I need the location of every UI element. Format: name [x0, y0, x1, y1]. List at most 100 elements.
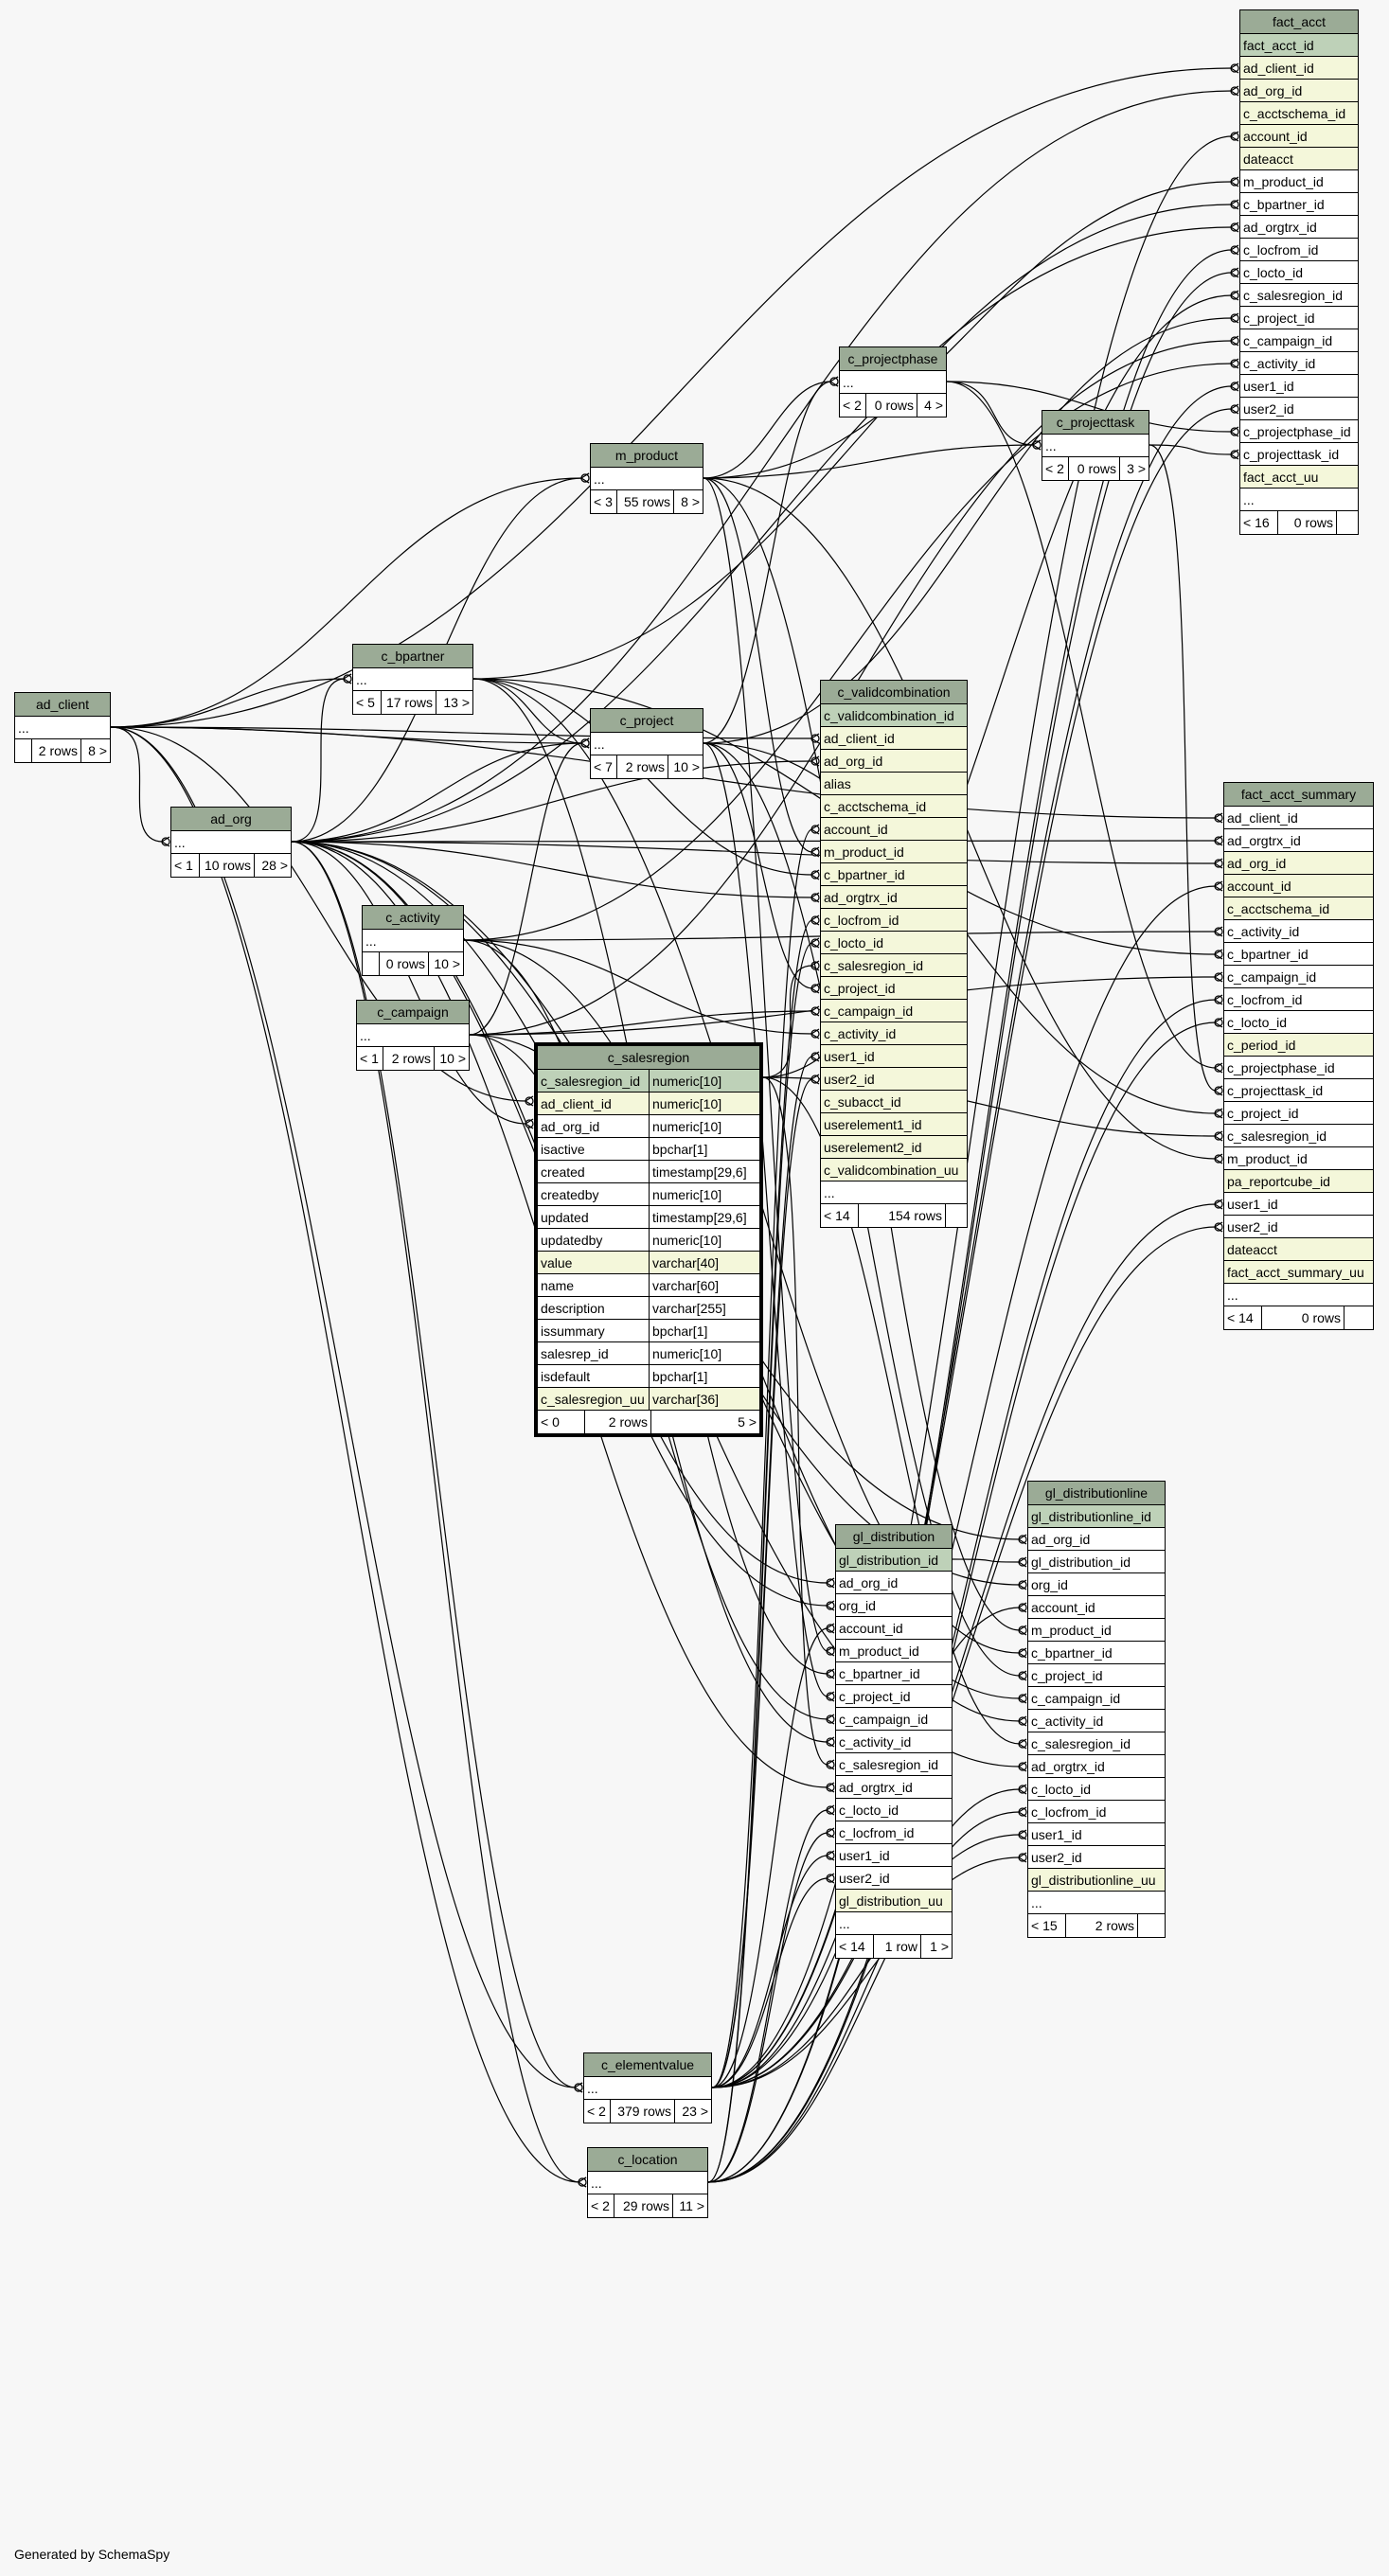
column-row[interactable]: user2_id — [836, 1867, 952, 1890]
column-row[interactable]: c_locto_id — [1224, 1011, 1373, 1034]
column-row[interactable]: c_locfrom_id — [1240, 239, 1358, 261]
column-row[interactable]: c_bpartner_id — [1028, 1642, 1165, 1664]
column-row[interactable]: c_campaign_id — [836, 1708, 952, 1731]
column-row[interactable]: c_campaign_id — [821, 1000, 967, 1022]
column-row[interactable]: userelement1_id — [821, 1113, 967, 1136]
table-c-bpartner[interactable]: c_bpartner ... < 5 17 rows 13 > — [352, 644, 473, 715]
table-header[interactable]: ad_org — [171, 808, 291, 831]
column-row[interactable]: fact_acct_uu — [1240, 466, 1358, 489]
column-row[interactable]: m_product_id — [1240, 170, 1358, 193]
column-row[interactable]: org_id — [1028, 1573, 1165, 1596]
more-columns[interactable]: ... — [1224, 1284, 1373, 1306]
column-row[interactable]: user1_id — [821, 1045, 967, 1068]
column-row[interactable]: gl_distribution_id — [836, 1549, 952, 1572]
column-row[interactable]: c_bpartner_id — [1240, 193, 1358, 216]
table-header[interactable]: fact_acct_summary — [1224, 783, 1373, 807]
more-columns[interactable]: ... — [171, 831, 291, 854]
column-row[interactable]: dateacct — [1240, 148, 1358, 170]
column-row[interactable]: c_project_id — [836, 1685, 952, 1708]
more-columns[interactable]: ... — [1028, 1892, 1165, 1914]
column-row[interactable]: c_salesregion_id — [1028, 1732, 1165, 1755]
column-row[interactable]: user1_id — [1224, 1193, 1373, 1216]
column-row[interactable]: c_project_id — [1240, 307, 1358, 329]
column-row[interactable]: c_projectphase_id — [1224, 1057, 1373, 1079]
table-header[interactable]: c_elementvalue — [584, 2053, 711, 2077]
column-row[interactable]: c_salesregion_id — [1240, 284, 1358, 307]
column-row[interactable]: user2_id — [821, 1068, 967, 1091]
table-c-project[interactable]: c_project ... < 7 2 rows 10 > — [590, 708, 703, 779]
column-row[interactable]: ad_orgtrx_id — [1240, 216, 1358, 239]
column-row[interactable]: c_bpartner_id — [1224, 943, 1373, 966]
table-header[interactable]: c_bpartner — [353, 645, 472, 668]
table-header[interactable]: c_campaign — [357, 1001, 469, 1024]
column-row[interactable]: ad_orgtrx_id — [1028, 1755, 1165, 1778]
column-row[interactable]: c_locfrom_id — [1224, 988, 1373, 1011]
column-row[interactable]: account_id — [1028, 1596, 1165, 1619]
more-columns[interactable]: ... — [840, 371, 946, 394]
table-c-campaign[interactable]: c_campaign ... < 1 2 rows 10 > — [356, 1000, 470, 1071]
column-row[interactable]: user2_id — [1240, 398, 1358, 420]
more-columns[interactable]: ... — [584, 2077, 711, 2100]
more-columns[interactable]: ... — [15, 717, 110, 739]
column-row[interactable]: c_projectphase_id — [1240, 420, 1358, 443]
column-row[interactable]: c_activity_id — [821, 1022, 967, 1045]
column-row[interactable]: gl_distribution_uu — [836, 1890, 952, 1912]
column-row[interactable]: m_product_id — [1224, 1147, 1373, 1170]
column-row[interactable]: alias — [821, 773, 967, 795]
column-row[interactable]: gl_distributionline_uu — [1028, 1869, 1165, 1892]
column-row[interactable]: ad_orgtrx_id — [821, 886, 967, 909]
column-row[interactable]: user2_id — [1028, 1846, 1165, 1869]
more-columns[interactable]: ... — [363, 930, 463, 952]
column-row[interactable]: ad_client_id — [1224, 807, 1373, 829]
column-row[interactable]: userelement2_id — [821, 1136, 967, 1159]
more-columns[interactable]: ... — [588, 2172, 707, 2194]
column-row[interactable]: c_project_id — [821, 977, 967, 1000]
column-row[interactable]: c_locto_id — [1028, 1778, 1165, 1801]
column-row[interactable]: c_locfrom_id — [821, 909, 967, 932]
column-row[interactable]: pa_reportcube_id — [1224, 1170, 1373, 1193]
column-row[interactable]: ad_org_id — [1028, 1528, 1165, 1551]
table-c-elementvalue[interactable]: c_elementvalue ... < 2 379 rows 23 > — [583, 2052, 712, 2123]
column-row[interactable]: c_locto_id — [821, 932, 967, 954]
more-columns[interactable]: ... — [591, 468, 703, 490]
column-row[interactable]: c_projecttask_id — [1240, 443, 1358, 466]
table-header[interactable]: m_product — [591, 444, 703, 468]
column-row[interactable]: c_activity_id — [1224, 920, 1373, 943]
table-c-projecttask[interactable]: c_projecttask ... < 2 0 rows 3 > — [1042, 410, 1149, 481]
table-c-location[interactable]: c_location ... < 2 29 rows 11 > — [587, 2147, 708, 2218]
column-row[interactable]: ad_client_id — [821, 727, 967, 750]
column-row[interactable]: c_activity_id — [1028, 1710, 1165, 1732]
column-row[interactable]: dateacct — [1224, 1238, 1373, 1261]
column-row[interactable]: user1_id — [836, 1844, 952, 1867]
table-header[interactable]: c_salesregion — [538, 1046, 759, 1070]
column-row[interactable]: user1_id — [1028, 1823, 1165, 1846]
column-row[interactable]: c_locfrom_id — [1028, 1801, 1165, 1823]
column-row[interactable]: c_validcombination_uu — [821, 1159, 967, 1181]
column-row[interactable]: c_locfrom_id — [836, 1821, 952, 1844]
column-row[interactable]: org_id — [836, 1594, 952, 1617]
table-ad-client[interactable]: ad_client ... 2 rows 8 > — [14, 692, 111, 763]
column-row[interactable]: c_salesregion_id — [821, 954, 967, 977]
column-row[interactable]: ad_client_id — [1240, 57, 1358, 80]
column-row[interactable]: ad_org_id — [836, 1572, 952, 1594]
column-row[interactable]: c_campaign_id — [1224, 966, 1373, 988]
column-row[interactable]: c_salesregion_id — [836, 1753, 952, 1776]
column-row[interactable]: c_project_id — [1028, 1664, 1165, 1687]
column-row[interactable]: ad_orgtrx_id — [1224, 829, 1373, 852]
column-row[interactable]: ad_org_id — [821, 750, 967, 773]
